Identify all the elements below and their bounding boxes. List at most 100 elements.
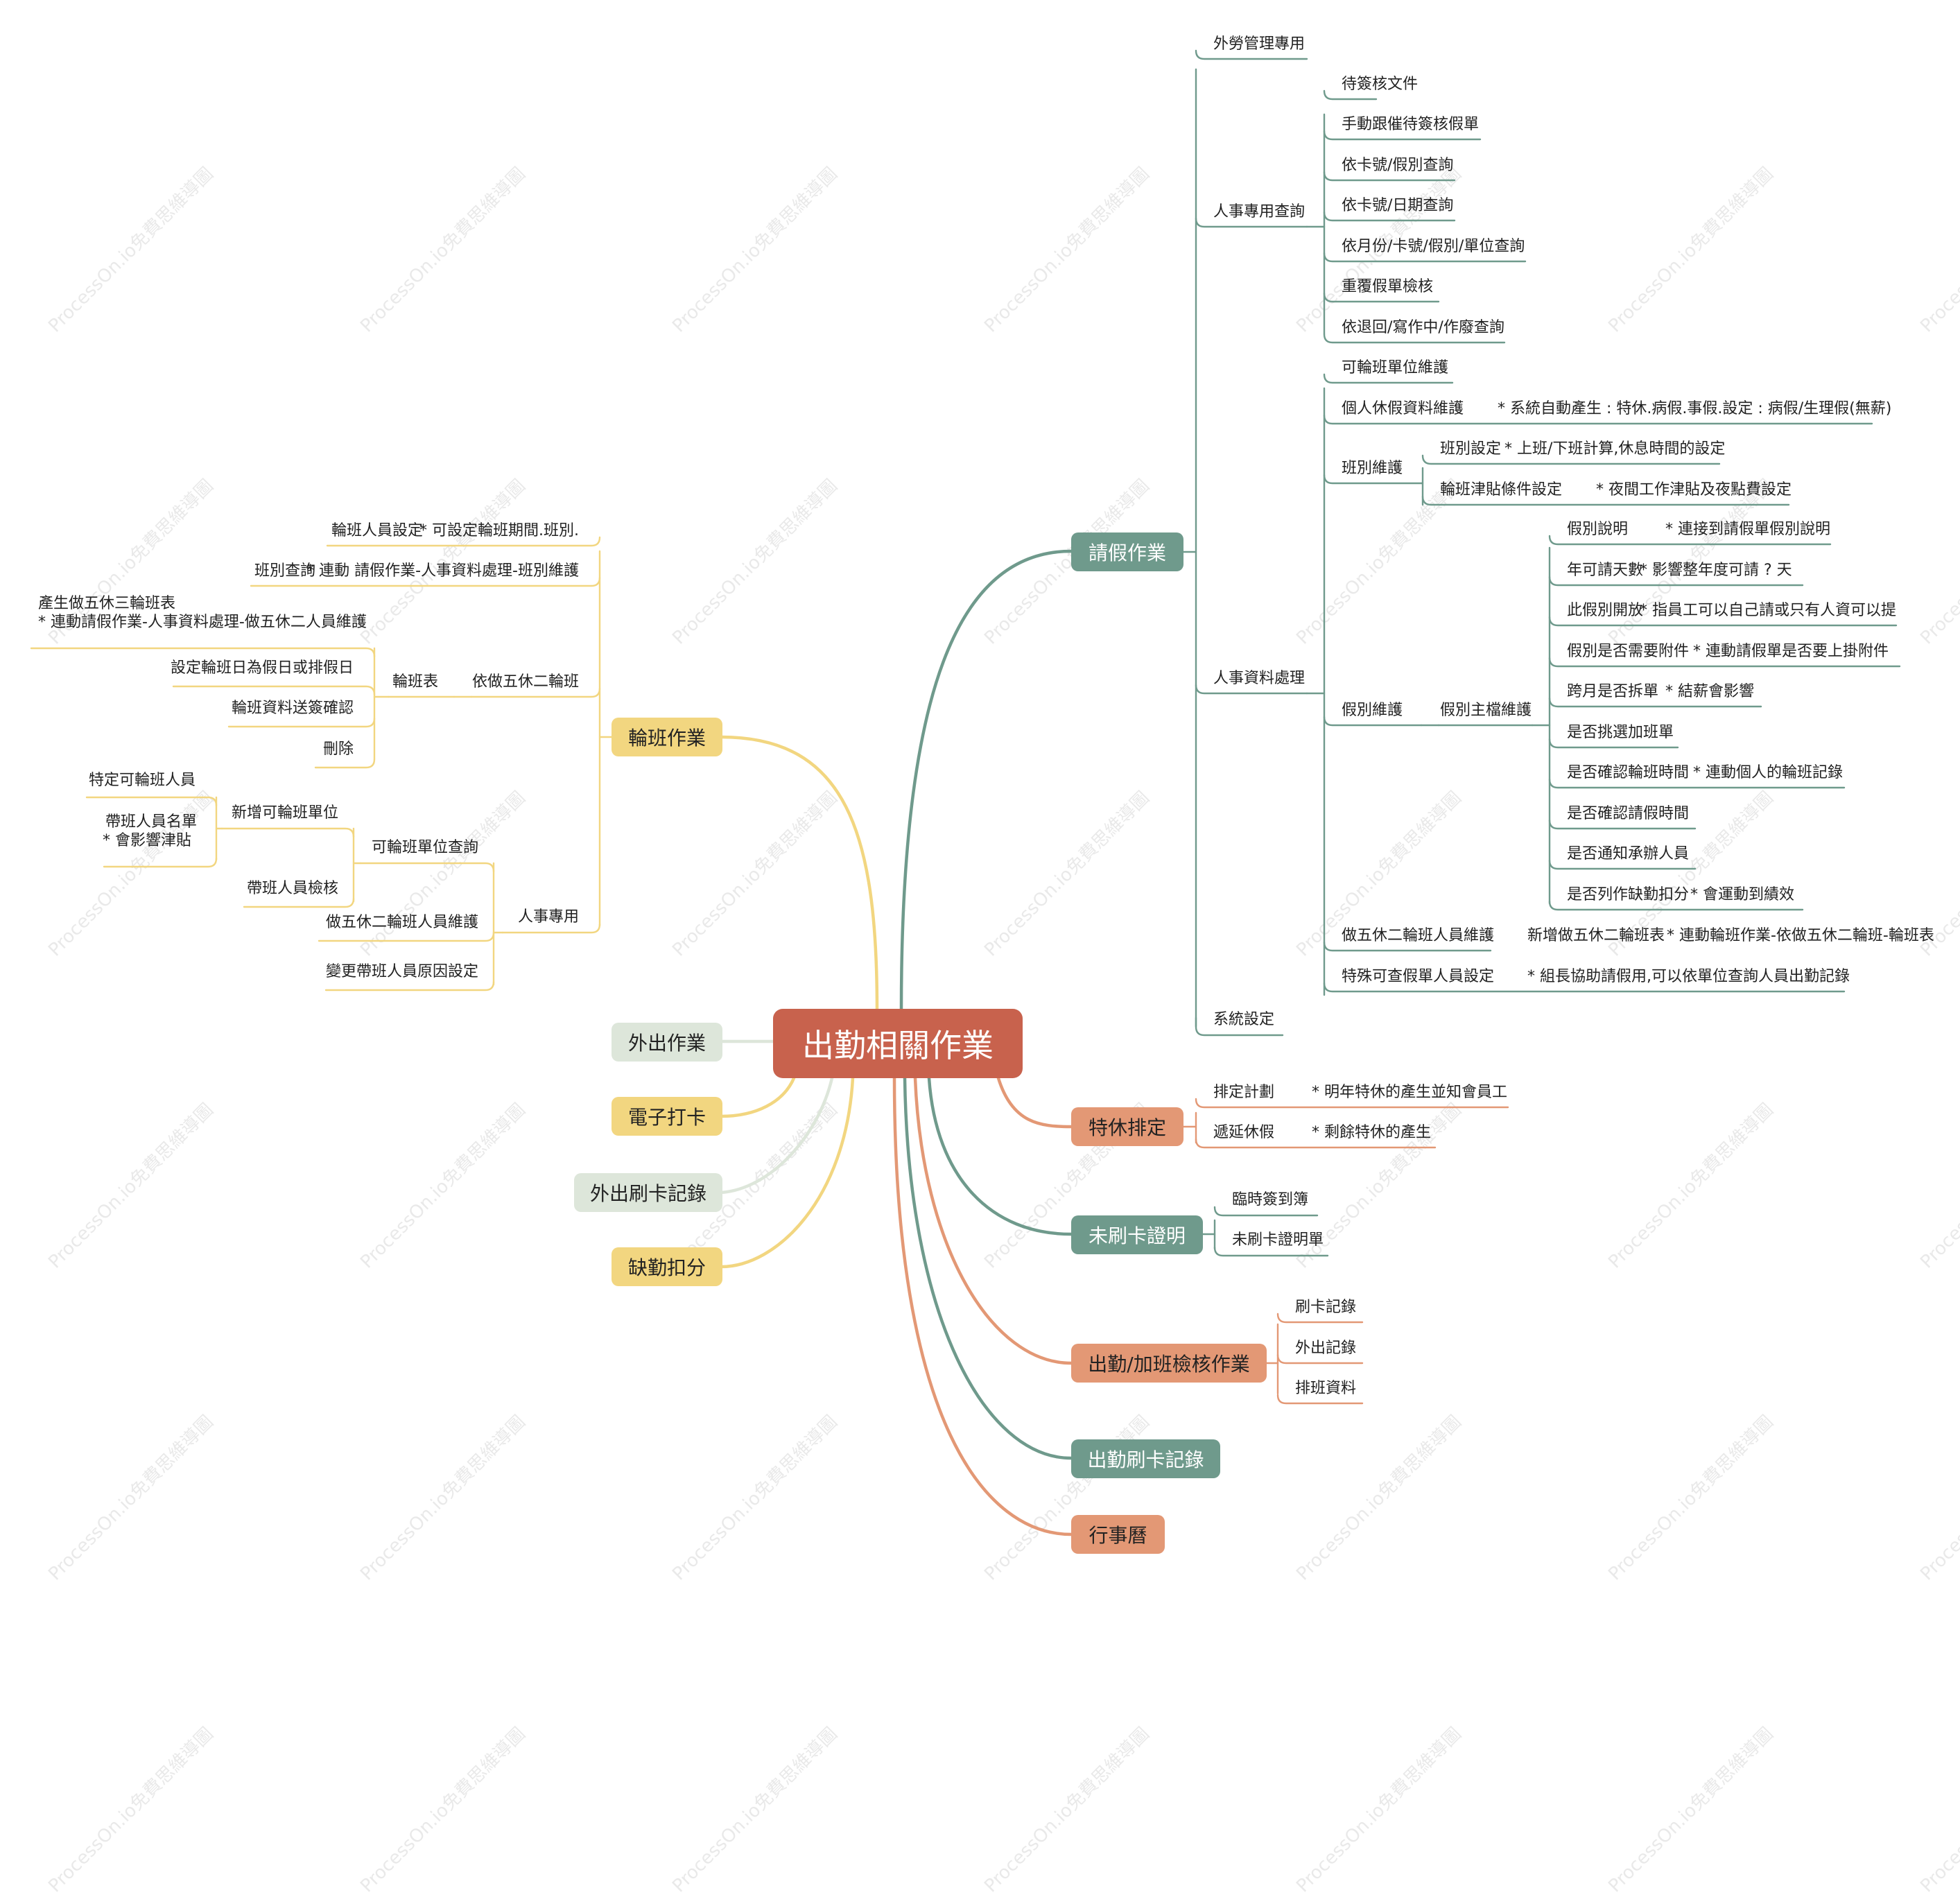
master-item: 此假別開放 bbox=[1567, 602, 1644, 619]
branch-stem bbox=[1195, 217, 1308, 228]
branch-stem bbox=[326, 536, 601, 547]
hr-query-item: 依退回/寫作中/作廢查詢 bbox=[1342, 319, 1504, 336]
root-node-label: 出勤相關作業 bbox=[802, 1027, 994, 1064]
master-item-note: * 指員工可以自己請或只有人資可以提 bbox=[1640, 602, 1896, 619]
curve-attendance-record bbox=[903, 1076, 1073, 1460]
branch-stem bbox=[1323, 373, 1454, 384]
hr-query-item: 依卡號/假別查詢 bbox=[1342, 157, 1454, 174]
branch-missing-card-label: 未刷卡證明 bbox=[1088, 1224, 1186, 1247]
watermark-text: ProcessOn.io免費思維導圖 bbox=[1916, 1723, 1960, 1897]
hr-query-item: 依卡號/日期查詢 bbox=[1342, 197, 1454, 214]
branch-stem bbox=[1323, 252, 1527, 263]
branch-stem bbox=[1195, 1098, 1509, 1109]
connector-lines bbox=[30, 49, 1901, 1536]
branch-e-clock[interactable]: 電子打卡 bbox=[612, 1097, 722, 1136]
branch-stem bbox=[103, 857, 218, 868]
branch-calendar[interactable]: 行事曆 bbox=[1071, 1515, 1165, 1554]
branch-outing-record[interactable]: 外出刷卡記錄 bbox=[574, 1173, 722, 1212]
missing-card-item: 臨時簽到簿 bbox=[1232, 1191, 1309, 1209]
curve-e-clock bbox=[719, 1076, 796, 1118]
watermark-text: ProcessOn.io免費思維導圖 bbox=[668, 1723, 842, 1897]
master-item: 是否確認請假時間 bbox=[1567, 805, 1690, 822]
curve-attendance-check bbox=[913, 1076, 1073, 1365]
missing-card-item: 未刷卡證明單 bbox=[1232, 1231, 1324, 1249]
branch-stem bbox=[1548, 778, 1846, 789]
shift-hr-only: 人事專用 bbox=[517, 908, 579, 926]
master-item-note: * 連動個人的輪班記錄 bbox=[1693, 764, 1843, 781]
curve-special-leave bbox=[996, 1076, 1073, 1129]
leave-master-maint: 假別主檔維護 bbox=[1440, 702, 1532, 719]
shift-staff-setting-note: * 可設定輪班期間.班別. bbox=[419, 522, 579, 539]
mindmap-canvas: ProcessOn.io免費思維導圖 ProcessOn.io免費思維導圖 Proc… bbox=[30, 35, 1960, 1896]
branch-shift-label: 輪班作業 bbox=[627, 727, 706, 750]
branch-stem bbox=[1195, 684, 1308, 695]
shift-leader-list-note: * 會影響津貼 bbox=[103, 832, 191, 849]
class-setting: 班別設定 bbox=[1440, 440, 1502, 458]
branch-stem bbox=[1213, 1206, 1319, 1217]
branch-stem bbox=[359, 862, 495, 873]
personal-leave-note: * 系統自動產生 : 特休.病假.事假.設定 : 病假/生理假(無薪) bbox=[1498, 400, 1892, 417]
branch-outing-record-label: 外出刷卡記錄 bbox=[589, 1182, 706, 1205]
class-maint: 班別維護 bbox=[1342, 460, 1403, 477]
branch-stem bbox=[1548, 616, 1898, 627]
curve-outing-record bbox=[719, 1076, 834, 1195]
node-layer: 出勤相關作業 請假作業特休排定未刷卡證明出勤/加班檢核作業出勤刷卡記錄行事曆 輪班作… bbox=[38, 35, 1934, 1554]
branch-attendance-record[interactable]: 出勤刷卡記錄 bbox=[1071, 1439, 1220, 1478]
special-query-setting: 特殊可查假單人員設定 bbox=[1342, 968, 1495, 985]
watermark-text: ProcessOn.io免費思維導圖 bbox=[980, 1723, 1154, 1897]
branch-stem bbox=[1276, 1353, 1364, 1365]
master-item-note: * 會運動到績效 bbox=[1690, 886, 1794, 903]
branch-outing[interactable]: 外出作業 bbox=[612, 1023, 722, 1062]
branch-penalty-label: 缺勤扣分 bbox=[627, 1256, 706, 1279]
branch-stem bbox=[1323, 941, 1492, 952]
rotation-unit-maint: 可輪班單位維護 bbox=[1342, 359, 1449, 376]
shift-send-confirm: 輪班資料送簽確認 bbox=[231, 700, 354, 717]
shift-gen-table: 產生做五休三輪班表 bbox=[38, 595, 176, 612]
branch-stem bbox=[1421, 495, 1790, 506]
shift-add-unit: 新增可輪班單位 bbox=[231, 804, 338, 822]
allowance-note: * 夜間工作津貼及夜點費設定 bbox=[1596, 481, 1792, 499]
branch-stem bbox=[1195, 49, 1308, 60]
branch-attendance-check-label: 出勤/加班檢核作業 bbox=[1088, 1353, 1250, 1376]
watermark-text: ProcessOn.io免費思維導圖 bbox=[44, 1723, 218, 1897]
curve-calendar bbox=[892, 1076, 1073, 1536]
watermark-text: ProcessOn.io免費思維導圖 bbox=[1292, 1723, 1466, 1897]
master-item: 是否列作缺勤扣分 bbox=[1567, 886, 1690, 903]
branch-leave[interactable]: 請假作業 bbox=[1071, 532, 1183, 571]
master-item: 年可請天數 bbox=[1567, 562, 1644, 579]
branch-calendar-label: 行事曆 bbox=[1089, 1524, 1147, 1547]
branch-stem bbox=[1323, 171, 1456, 182]
leave-system: 系統設定 bbox=[1213, 1011, 1275, 1028]
branch-stem bbox=[1323, 716, 1423, 727]
branch-missing-card[interactable]: 未刷卡證明 bbox=[1071, 1215, 1203, 1254]
branch-stem bbox=[318, 931, 495, 942]
shift-leader-check: 帶班人員檢核 bbox=[246, 880, 338, 897]
special-defer: 遞延休假 bbox=[1213, 1124, 1275, 1141]
shift-class-query: 班別查詢 bbox=[254, 562, 315, 580]
attendance-check-item: 排班資料 bbox=[1295, 1380, 1357, 1397]
root-node[interactable]: 出勤相關作業 bbox=[773, 1009, 1023, 1078]
leave-hr-query: 人事專用查詢 bbox=[1213, 203, 1306, 220]
branch-stem bbox=[220, 827, 355, 838]
branch-stem bbox=[324, 980, 495, 991]
branch-stem bbox=[1548, 535, 1832, 546]
allowance-setting: 輪班津貼條件設定 bbox=[1440, 481, 1563, 499]
branch-stem bbox=[1421, 454, 1721, 465]
hr-query-item: 待簽核文件 bbox=[1342, 76, 1419, 93]
branch-stem bbox=[1195, 1138, 1437, 1149]
curve-leave bbox=[899, 549, 1073, 1011]
branch-stem bbox=[1323, 333, 1506, 344]
branch-attendance-check[interactable]: 出勤/加班檢核作業 bbox=[1071, 1344, 1267, 1383]
branch-penalty[interactable]: 缺勤扣分 bbox=[612, 1247, 722, 1286]
master-item-note: * 連動請假單是否要上掛附件 bbox=[1693, 643, 1889, 660]
shift-set-holiday: 設定輪班日為假日或排假日 bbox=[170, 659, 354, 677]
branch-stem bbox=[1548, 697, 1762, 708]
shift-specific-staff: 特定可輪班人員 bbox=[88, 772, 196, 789]
hr-query-item: 手動跟催待簽核假單 bbox=[1342, 116, 1480, 133]
five-two-add-table: 新增做五休二輪班表 bbox=[1527, 927, 1665, 944]
master-item: 跨月是否拆單 bbox=[1567, 683, 1659, 700]
special-defer-note: * 剩餘特休的產生 bbox=[1312, 1124, 1431, 1141]
branch-shift[interactable]: 輪班作業 bbox=[612, 718, 722, 756]
branch-special-leave[interactable]: 特休排定 bbox=[1071, 1107, 1183, 1146]
watermark-text: ProcessOn.io免費思維導圖 bbox=[1604, 1723, 1778, 1897]
